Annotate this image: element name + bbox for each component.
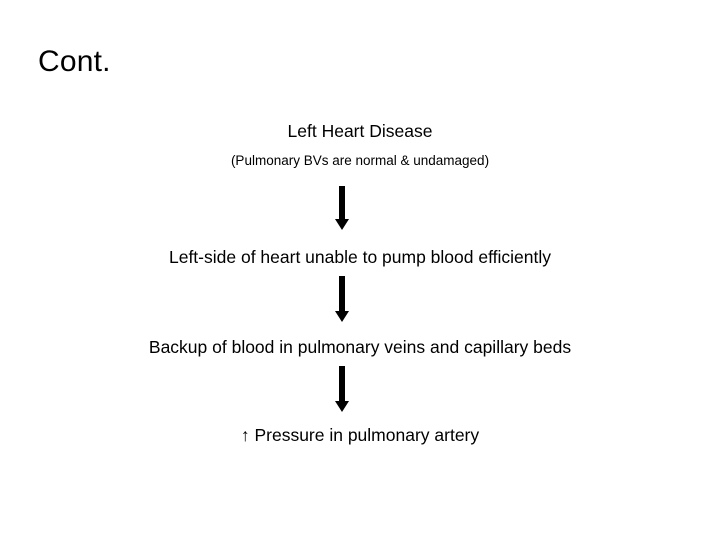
flow-node-heading-note: (Pulmonary BVs are normal & undamaged) [230, 153, 490, 168]
arrow-shaft [339, 186, 345, 219]
arrow-shaft [339, 276, 345, 311]
arrow-shaft [339, 366, 345, 401]
page-title: Cont. [38, 45, 111, 78]
arrow-head [335, 401, 349, 412]
flow-node-step-1: Left-side of heart unable to pump blood … [168, 247, 551, 267]
arrow-head [335, 219, 349, 230]
arrow-head [335, 311, 349, 322]
flow-node-step-3: ↑ Pressure in pulmonary artery [240, 425, 480, 445]
flow-node-heading: Left Heart Disease [287, 121, 433, 141]
down-arrow-icon-1 [335, 186, 349, 230]
down-arrow-icon-2 [335, 276, 349, 322]
flow-node-step-2: Backup of blood in pulmonary veins and c… [148, 337, 572, 357]
down-arrow-icon-3 [335, 366, 349, 412]
